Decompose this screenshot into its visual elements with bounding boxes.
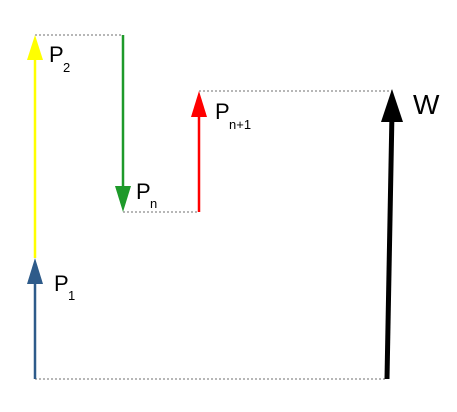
arrow-w [381, 89, 403, 380]
arrow-pn-head [115, 186, 131, 212]
arrow-pn1-head [191, 91, 207, 117]
label-pn1: P [215, 99, 230, 124]
label-pn-subscript: n [150, 196, 157, 211]
arrow-p1 [27, 258, 43, 379]
label-p1: P [54, 271, 69, 296]
arrow-w-head [381, 89, 403, 122]
arrow-w-shaft [384, 111, 395, 380]
label-p1-subscript: 1 [68, 288, 75, 303]
label-p2-subscript: 2 [63, 60, 70, 75]
label-pn1-subscript: n+1 [229, 117, 251, 132]
arrow-p1-head [27, 258, 43, 284]
arrow-pn [115, 35, 131, 212]
label-p2: P [49, 42, 64, 67]
label-pn: P [136, 179, 151, 204]
label-w: W [413, 89, 440, 120]
arrow-p2 [27, 35, 43, 258]
arrow-p2-head [27, 35, 43, 60]
arrow-pn1 [191, 91, 207, 212]
